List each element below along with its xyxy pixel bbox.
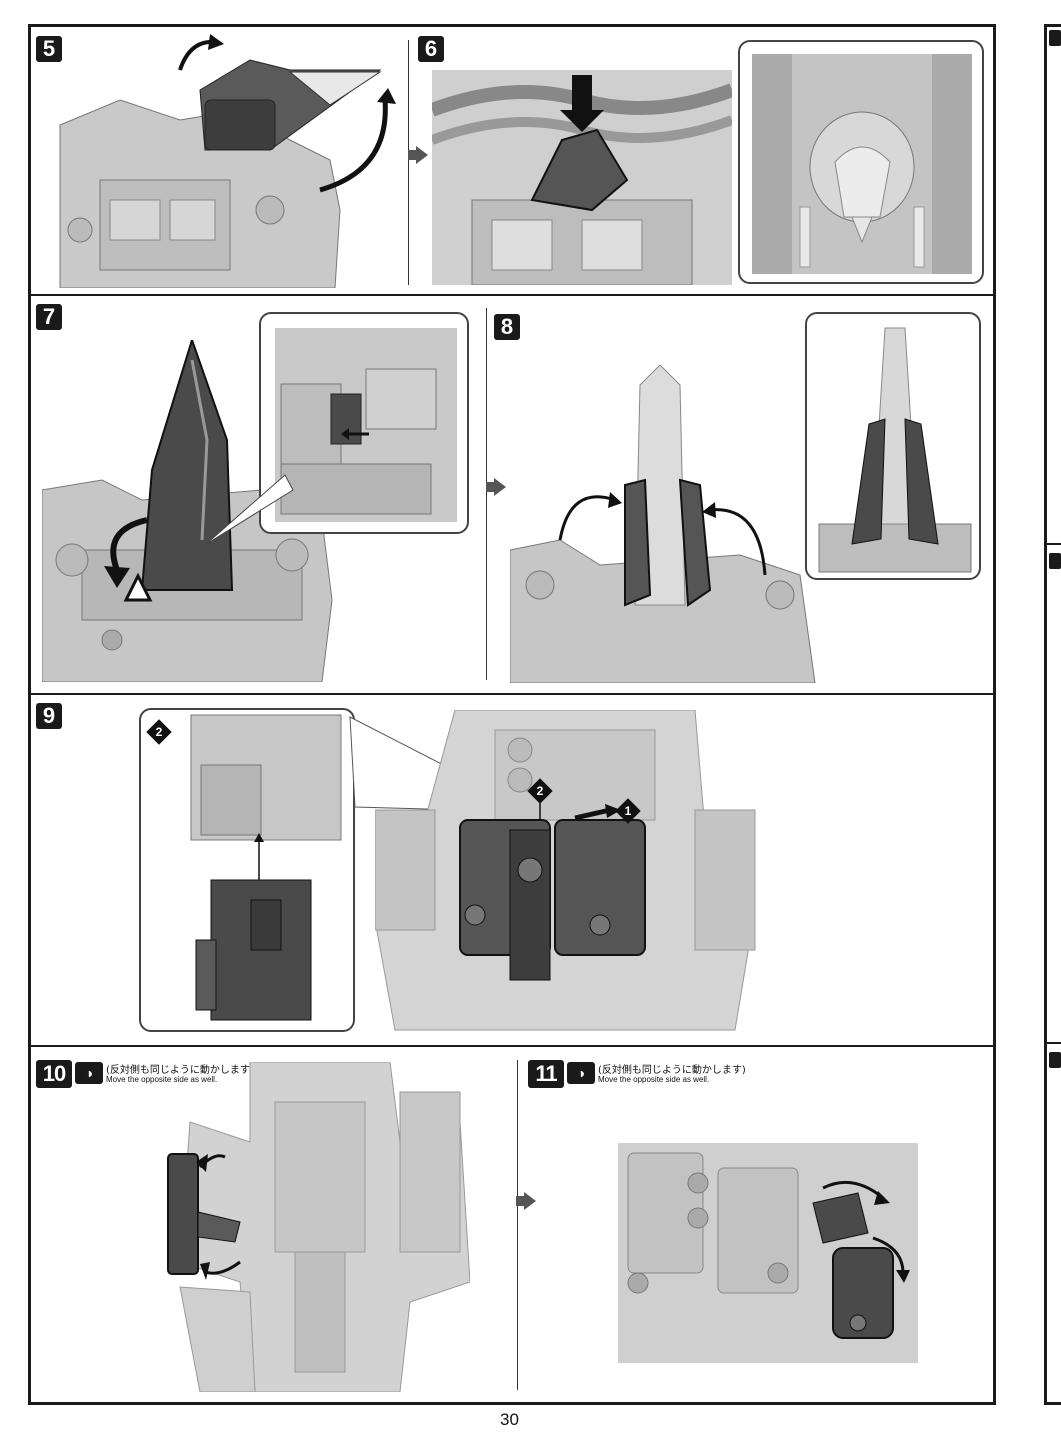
- mirror-side-icon: ◑: [567, 1062, 595, 1084]
- column-divider: [408, 40, 409, 285]
- strip-divider: [1044, 543, 1061, 545]
- page-frame: [28, 24, 996, 1405]
- callout-pointer: [205, 474, 294, 546]
- step-number: 11: [528, 1060, 564, 1088]
- step6-detail-illustration: [752, 54, 972, 274]
- step11-illustration: [618, 1143, 918, 1363]
- step7-detail-illustration: [275, 328, 457, 522]
- next-arrow: [516, 1192, 536, 1210]
- row-divider: [31, 693, 993, 695]
- row-divider: [31, 294, 993, 296]
- step-number: 9: [36, 703, 62, 729]
- column-divider: [517, 1060, 518, 1390]
- column-divider: [486, 308, 487, 680]
- callout-badge: 2: [527, 778, 553, 804]
- note-english: Move the opposite side as well.: [598, 1075, 710, 1084]
- step10-illustration: [167, 1062, 470, 1392]
- next-step-tab: [1049, 553, 1061, 569]
- step-number: 10: [36, 1060, 72, 1088]
- callout-badge: 2: [146, 719, 172, 745]
- note-english: Move the opposite side as well.: [106, 1075, 218, 1084]
- step7-detail-inset: [259, 312, 469, 534]
- next-arrow: [408, 146, 428, 164]
- page-number: 30: [500, 1410, 519, 1429]
- step8-detail-inset: [805, 312, 981, 580]
- mirror-side-icon: ◑: [75, 1062, 103, 1084]
- step6-illustration: [432, 70, 732, 285]
- next-step-tab: [1049, 30, 1061, 46]
- next-step-tab: [1049, 1052, 1061, 1068]
- step5-illustration: [59, 34, 396, 288]
- note-japanese: (反対側も同じように動かします): [106, 1065, 254, 1076]
- step9-detail-illustration: [190, 714, 342, 1021]
- step-number: 8: [494, 314, 520, 340]
- callout-badge: 1: [615, 798, 641, 824]
- note-japanese: (反対側も同じように動かします): [598, 1065, 746, 1076]
- step7-illustration: [42, 340, 333, 682]
- step9-illustration: [375, 710, 756, 1031]
- step8-detail-illustration: [818, 327, 972, 573]
- next-arrow: [486, 478, 506, 496]
- next-page-strip: [1044, 24, 1061, 1405]
- step8-illustration: [510, 365, 816, 683]
- strip-divider: [1044, 1042, 1061, 1044]
- step-number: 5: [36, 36, 62, 62]
- step6-detail-inset: [738, 40, 984, 284]
- step-number: 6: [418, 36, 444, 62]
- step-number: 7: [36, 304, 62, 330]
- row-divider: [31, 1045, 993, 1047]
- step9-detail-inset: 2: [139, 708, 355, 1032]
